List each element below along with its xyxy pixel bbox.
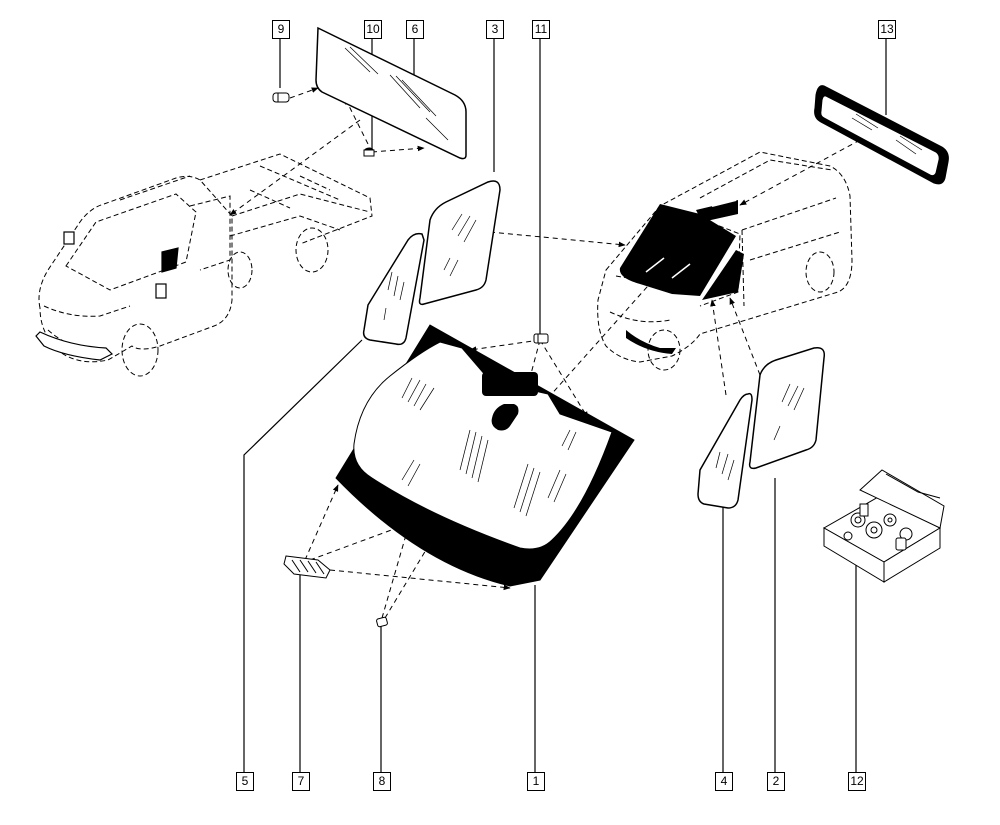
callout-7: 7 xyxy=(292,772,310,791)
callout-12: 12 xyxy=(848,772,866,791)
platform-cab-details xyxy=(35,231,179,361)
callout-13: 13 xyxy=(878,20,896,39)
van-wiper xyxy=(645,257,691,279)
fixing-stud xyxy=(363,147,375,157)
mirror-bracket xyxy=(283,555,331,579)
side-quarter-glass-left xyxy=(362,232,425,346)
fitting-kit-box xyxy=(822,469,945,583)
glass-clip xyxy=(376,616,388,628)
clip-part xyxy=(272,92,290,103)
assembly-arrows xyxy=(229,87,861,619)
rear-door-glass xyxy=(814,85,949,185)
callout-5: 5 xyxy=(236,772,254,791)
callout-9: 9 xyxy=(272,20,290,39)
platform-cab-vehicle xyxy=(38,153,373,377)
callout-4: 4 xyxy=(715,772,733,791)
windscreen xyxy=(335,324,635,587)
panel-van-glass xyxy=(619,199,744,354)
side-quarter-glass-right xyxy=(697,392,753,509)
callout-1: 1 xyxy=(527,772,545,791)
callout-2: 2 xyxy=(767,772,785,791)
rear-cab-glass xyxy=(315,26,467,160)
rain-sensor xyxy=(533,333,549,344)
callout-10: 10 xyxy=(364,20,382,39)
callout-3: 3 xyxy=(486,20,504,39)
callout-11: 11 xyxy=(532,20,550,39)
door-glass-left xyxy=(418,180,501,306)
door-glass-right xyxy=(748,346,826,470)
callout-8: 8 xyxy=(373,772,391,791)
leader-lines xyxy=(243,38,887,772)
callout-6: 6 xyxy=(406,20,424,39)
